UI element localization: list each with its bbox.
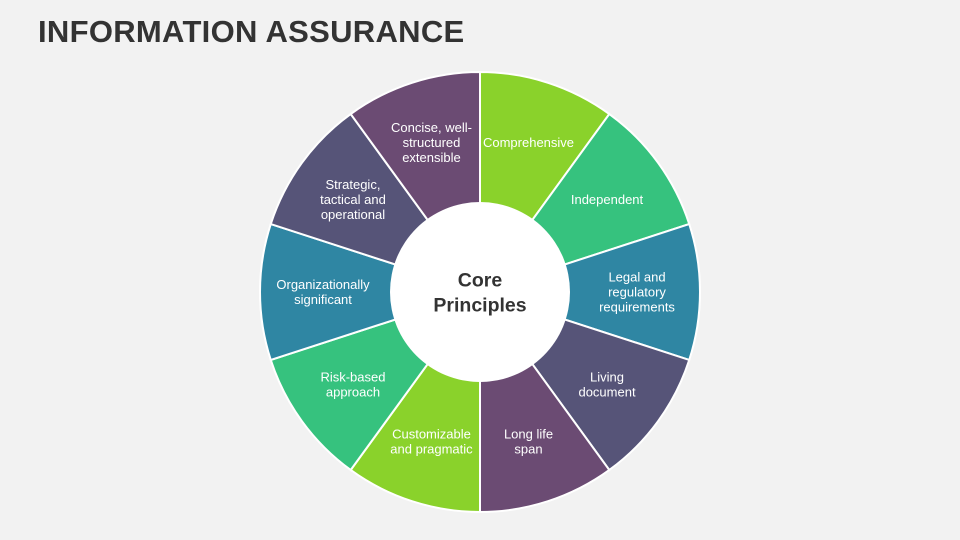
segment-label: Comprehensive [483,135,574,150]
segment-label-line: and pragmatic [390,441,473,456]
segment-label-line: Organizationally [276,277,370,292]
segment-label-line: Living [590,369,624,384]
segment-label-line: Comprehensive [483,135,574,150]
page-title: INFORMATION ASSURANCE [38,14,465,49]
segment-label-line: approach [326,384,380,399]
segment-label-line: structured [403,135,461,150]
segment-label-line: regulatory [608,285,666,300]
segment-label-line: Customizable [392,426,471,441]
center-circle [390,202,570,382]
segment-label: Independent [571,192,644,207]
segment-label-line: span [514,441,542,456]
segment-label-line: Long life [504,426,553,441]
center-label-line: Principles [433,295,526,317]
segment-label-line: Strategic, [326,177,381,192]
segment-label-line: significant [294,292,352,307]
segment-label-line: requirements [599,300,675,315]
segment-label-line: Legal and [608,270,665,285]
segment-label-line: document [578,384,635,399]
segment-label-line: tactical and [320,192,386,207]
segment-label-line: operational [321,207,385,222]
segment-label-line: Concise, well- [391,120,472,135]
segment-label-line: Independent [571,192,644,207]
segment-label-line: extensible [402,150,461,165]
segment-label-line: Risk-based [320,369,385,384]
segment-shape [259,222,484,362]
segment-shape [476,222,701,362]
center-label-line: Core [458,270,503,292]
